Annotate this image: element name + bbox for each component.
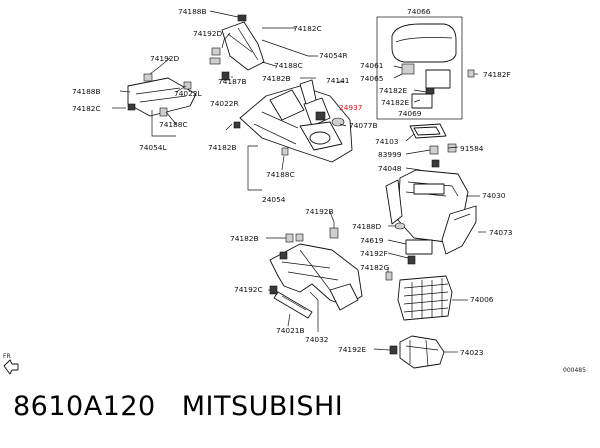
part-label: 74192B [305, 207, 334, 216]
caption: 8610A120 MITSUBISHI [13, 391, 369, 422]
small-fasteners [385, 222, 433, 281]
part-label: 74022L [174, 89, 203, 98]
part-label: 74188C [266, 170, 295, 179]
part-label: 74182B [208, 143, 237, 152]
part-label: 74188C [274, 61, 303, 70]
fr-label: FR [3, 353, 11, 360]
brand-name: MITSUBISHI [181, 391, 344, 422]
drawing-code: 000485 [563, 367, 586, 374]
part-label: 74048 [378, 164, 402, 173]
part-label: 74061 [360, 61, 384, 70]
part-label: 74187B [218, 77, 247, 86]
part-label: 74054L [139, 143, 168, 152]
part-label: 74182E [381, 98, 410, 107]
part-label: 74619 [360, 236, 384, 245]
console-frame [269, 227, 363, 311]
part-label: 74188B [178, 7, 207, 16]
part-label: 74073 [489, 228, 513, 237]
strip [269, 285, 313, 319]
highlighted-part-label: 24937 [339, 103, 363, 112]
part-label: 74192E [338, 345, 367, 354]
part-label: 74188C [159, 120, 188, 129]
bracket-upper [209, 14, 265, 81]
part-label: 74182B [230, 234, 259, 243]
part-label: 74022R [210, 99, 239, 108]
part-label: 74054R [319, 51, 348, 60]
part-number: 8610A120 [13, 391, 156, 422]
part-label: 74023 [460, 348, 484, 357]
lower-bracket [397, 275, 453, 321]
part-label: 74103 [375, 137, 399, 146]
part-label: 74182C [72, 104, 101, 113]
part-label: 74192D [150, 54, 180, 63]
part-label: 74030 [482, 191, 506, 200]
side-cover-left [127, 73, 197, 117]
part-labels: 74188B 74182C 74192D 74054R 74188C 74187… [72, 7, 586, 374]
part-label: 74182E [379, 86, 408, 95]
part-label: 74141 [326, 76, 350, 85]
armrest-lid [376, 16, 475, 120]
part-label: 83999 [378, 150, 402, 159]
leader-lines [112, 10, 486, 353]
part-label: 74192D [193, 29, 223, 38]
part-label: 74188D [352, 222, 382, 231]
part-label: 74192C [234, 285, 263, 294]
part-label: 74077B [349, 121, 378, 130]
bottom-bracket [389, 335, 445, 369]
part-label: 74021B [276, 326, 305, 335]
part-label: 74006 [470, 295, 494, 304]
front-direction-indicator: FR [3, 353, 19, 375]
part-label: 74182F [483, 70, 511, 79]
part-label: 74069 [398, 109, 422, 118]
part-label: 74188B [72, 87, 101, 96]
part-label: 74065 [360, 74, 384, 83]
part-label: 74066 [407, 7, 431, 16]
part-label: 74182C [293, 24, 322, 33]
tray-mats [409, 123, 457, 168]
part-label: 74192F [360, 249, 388, 258]
part-label: 91584 [460, 144, 484, 153]
part-label: 24054 [262, 195, 286, 204]
parts-diagram: FR [3, 7, 586, 375]
part-label: 74032 [305, 335, 329, 344]
side-trim [441, 205, 477, 255]
floor-console-upper [233, 79, 353, 163]
part-label: 74182G [360, 263, 390, 272]
part-label: 74182B [262, 74, 291, 83]
